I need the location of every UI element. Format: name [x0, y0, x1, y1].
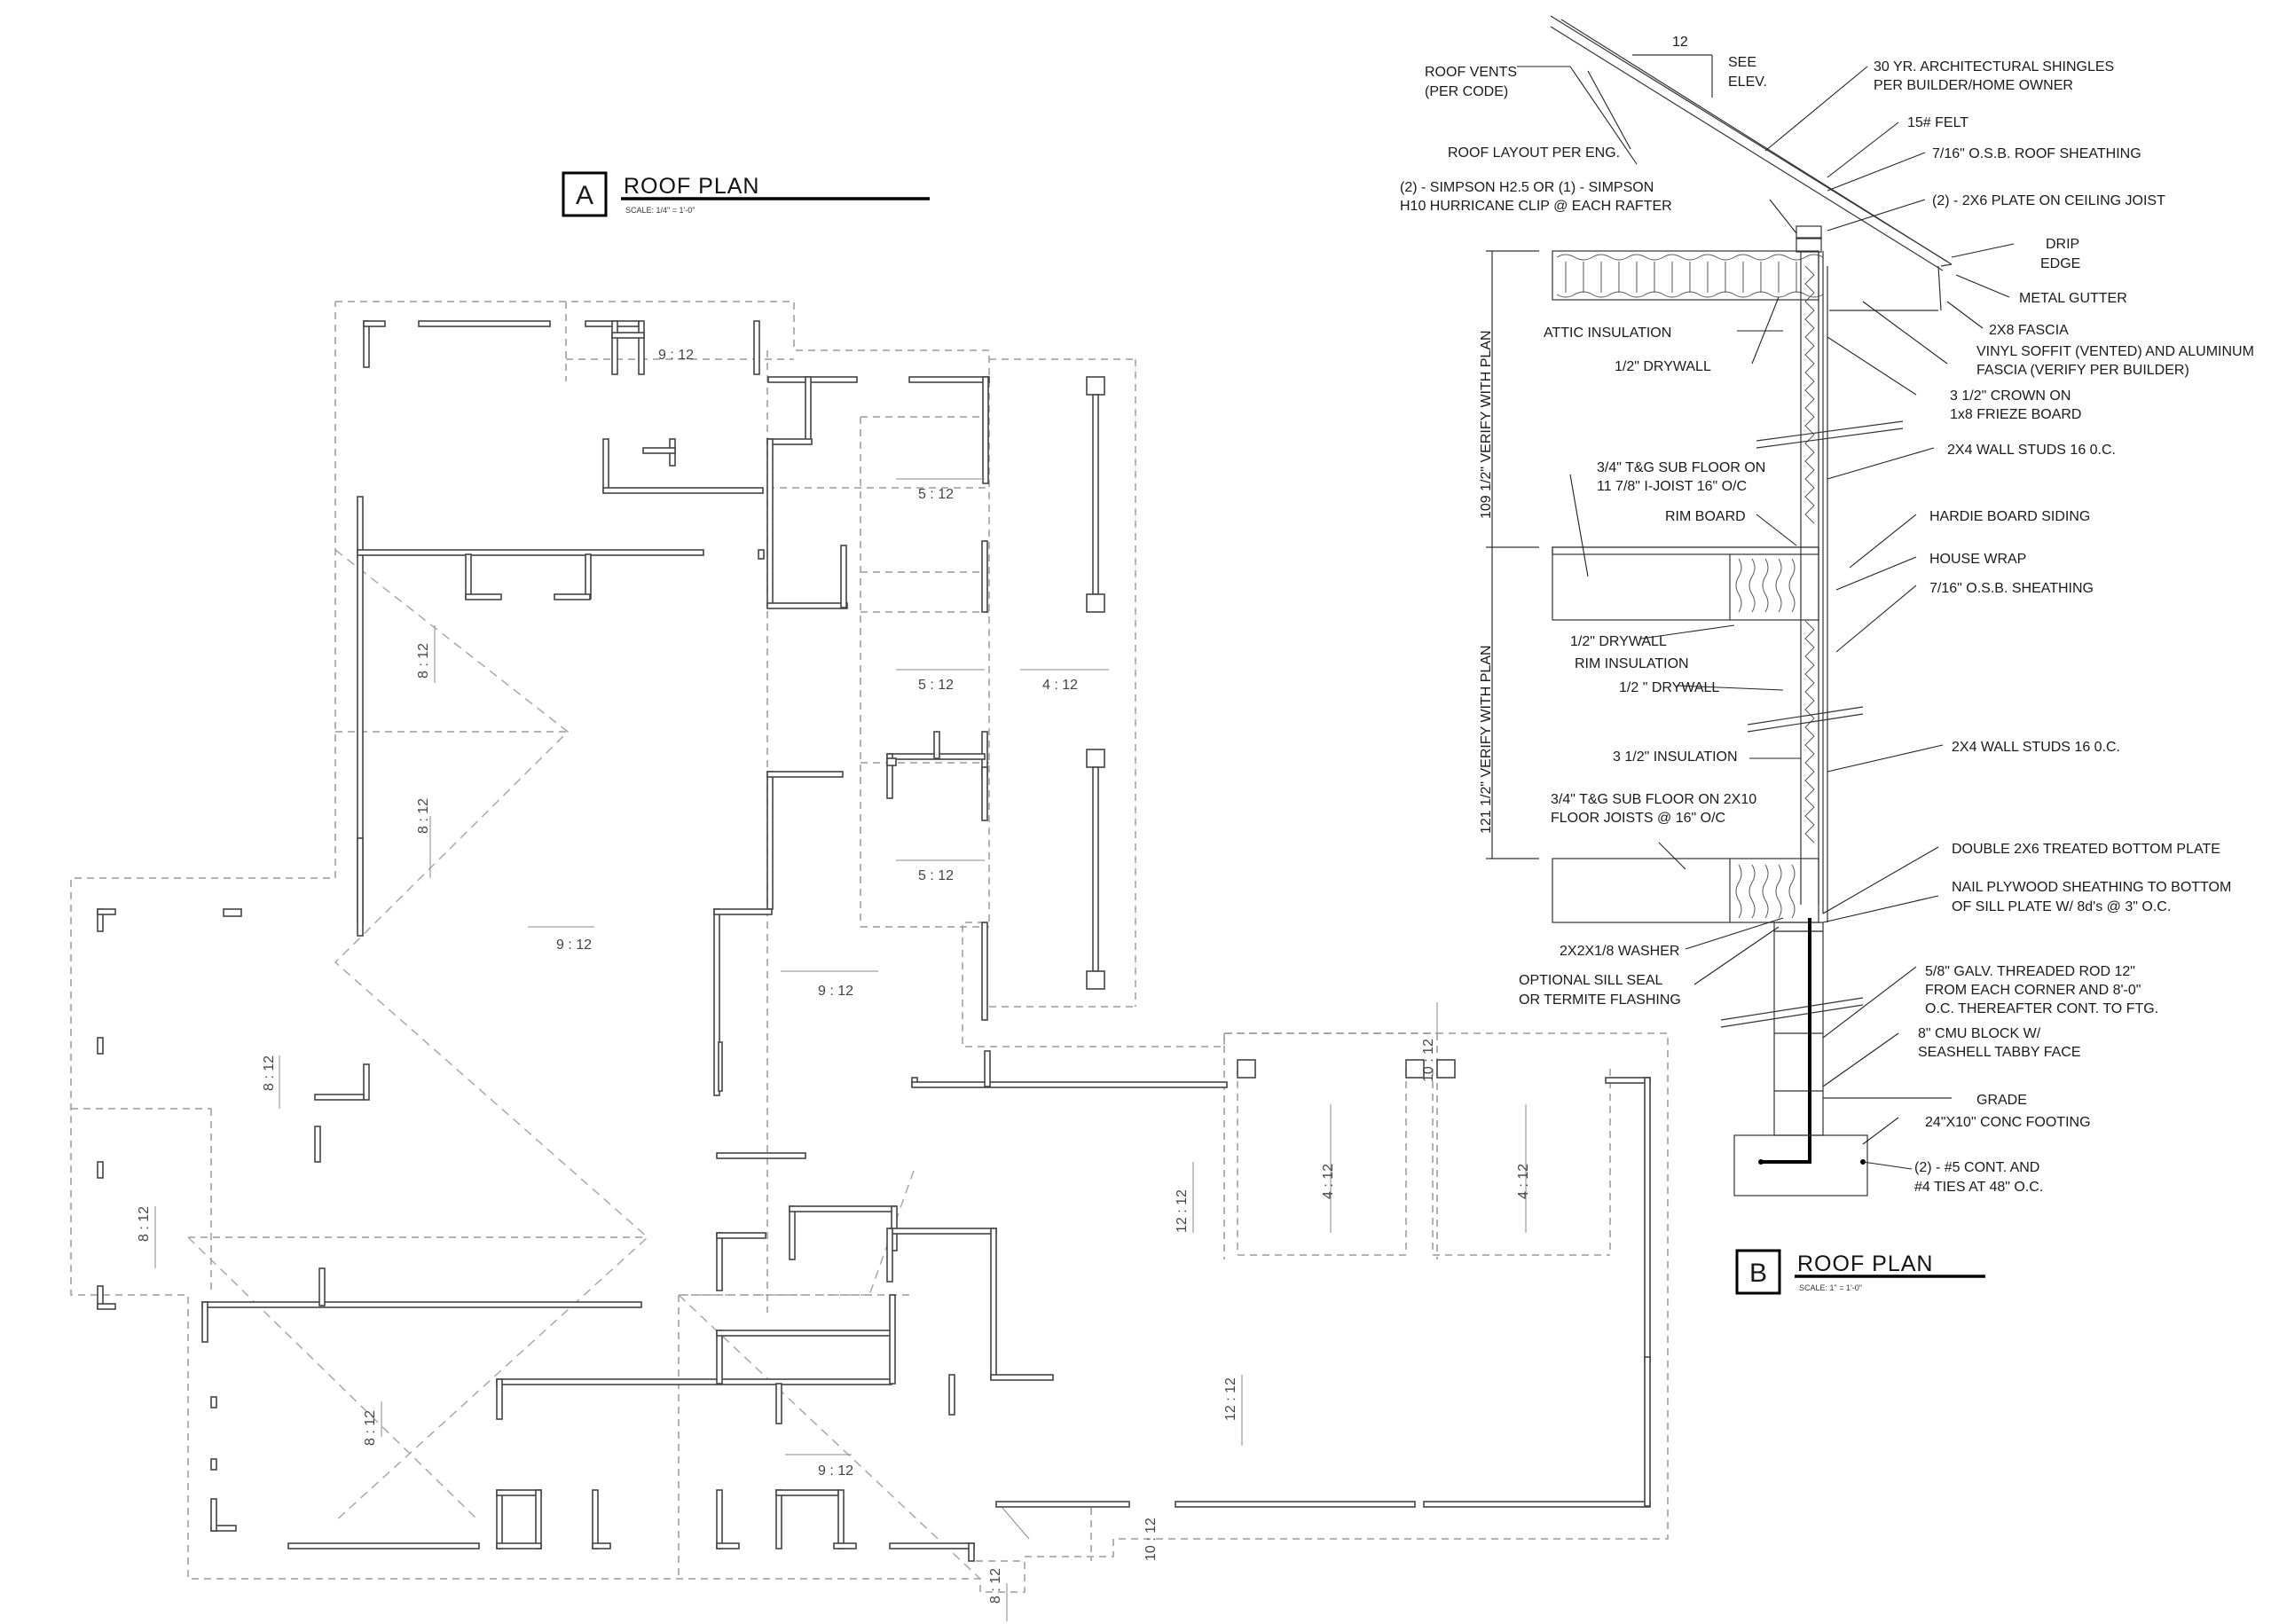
roof-assembly	[1550, 15, 1953, 311]
slope-label: 10 : 12	[1421, 1039, 1436, 1082]
detail-tag: A	[576, 181, 593, 210]
slope-label: 8 : 12	[416, 643, 431, 679]
roof-outline	[70, 301, 1669, 1593]
drawing-scale: SCALE: 1/4" = 1'-0"	[625, 206, 695, 215]
note-shingles-2: PER BUILDER/HOME OWNER	[1874, 78, 2073, 93]
slope-label: 8 : 12	[363, 1410, 378, 1446]
note-washer: 2X2X1/8 WASHER	[1560, 944, 1679, 959]
note-threaded-rod-2: FROM EACH CORNER AND 8'-0"	[1925, 983, 2141, 998]
note-subfloor-2x10-1: 3/4" T&G SUB FLOOR ON 2X10	[1551, 792, 1756, 807]
foundation	[1720, 918, 1952, 1196]
note-wall-sheathing: 7/16" O.S.B. SHEATHING	[1929, 581, 2094, 596]
note-shingles-1: 30 YR. ARCHITECTURAL SHINGLES	[1874, 59, 2114, 75]
roof-plan-a: A ROOF PLAN SCALE: 1/4" = 1'-0"	[70, 171, 1669, 1621]
note-rebar-2: #4 TIES AT 48" O.C.	[1914, 1180, 2043, 1195]
slope-label: 12 : 12	[1175, 1189, 1190, 1233]
note-wall-studs-upper: 2X4 WALL STUDS 16 0.C.	[1947, 443, 2116, 458]
note-roof-layout: ROOF LAYOUT PER ENG.	[1448, 145, 1620, 161]
slope-labels: 9 : 12 5 : 12 5 : 12 4 : 12 8 : 12 8 : 1…	[137, 348, 1531, 1604]
note-footing: 24"X10" CONC FOOTING	[1925, 1115, 2091, 1130]
note-felt: 15# FELT	[1907, 115, 1968, 130]
note-threaded-rod-1: 5/8" GALV. THREADED ROD 12"	[1925, 964, 2135, 979]
roof-hip-lines	[187, 549, 981, 1580]
drawing-scale: SCALE: 1" = 1'-0"	[1799, 1283, 1862, 1292]
slope-label: 9 : 12	[658, 348, 694, 363]
slope-label: 9 : 12	[818, 1463, 853, 1479]
note-drywall-upper: 1/2" DRYWALL	[1570, 634, 1667, 649]
drawing-title: ROOF PLAN	[1797, 1251, 1933, 1276]
note-metal-gutter: METAL GUTTER	[2019, 291, 2127, 306]
wall-section-detail: 109 1/2" VERIFY WITH PLAN 121 1/2" VERIF…	[1400, 15, 2254, 1295]
note-bottom-plate: DOUBLE 2X6 TREATED BOTTOM PLATE	[1952, 842, 2220, 857]
note-wall-insulation: 3 1/2" INSULATION	[1613, 749, 1738, 765]
note-nail-sheathing-1: NAIL PLYWOOD SHEATHING TO BOTTOM	[1952, 880, 2231, 895]
note-roof-vents-2: (PER CODE)	[1425, 84, 1508, 99]
slope-label: 5 : 12	[918, 678, 954, 693]
see-elev-line-2: ELEV.	[1728, 75, 1767, 90]
slope-label: 8 : 12	[988, 1568, 1003, 1604]
note-subfloor-ijoist-1: 3/4" T&G SUB FLOOR ON	[1597, 460, 1765, 475]
note-attic-insulation: ATTIC INSULATION	[1544, 326, 1671, 341]
note-drywall-lower: 1/2 " DRYWALL	[1619, 680, 1719, 695]
slope-label: 4 : 12	[1042, 678, 1078, 693]
note-crown-2: 1x8 FRIEZE BOARD	[1950, 407, 2081, 422]
section-dimensions: 109 1/2" VERIFY WITH PLAN 121 1/2" VERIF…	[1479, 35, 1767, 859]
note-threaded-rod-3: O.C. THEREAFTER CONT. TO FTG.	[1925, 1001, 2158, 1016]
slope-label: 5 : 12	[918, 487, 954, 502]
note-nail-sheathing-2: OF SILL PLATE W/ 8d's @ 3" O.C.	[1952, 899, 2171, 914]
drawing-title: ROOF PLAN	[624, 174, 759, 199]
note-hardie-siding: HARDIE BOARD SIDING	[1929, 509, 2090, 524]
note-drywall-ceiling: 1/2" DRYWALL	[1615, 359, 1711, 374]
note-rebar-1: (2) - #5 CONT. AND	[1914, 1160, 2039, 1175]
note-roof-vents-1: ROOF VENTS	[1425, 65, 1517, 80]
note-subfloor-ijoist-2: 11 7/8" I-JOIST 16" O/C	[1597, 479, 1747, 494]
section-labels-right: 30 YR. ARCHITECTURAL SHINGLES PER BUILDE…	[1874, 59, 2254, 1195]
note-crown-1: 3 1/2" CROWN ON	[1950, 388, 2071, 404]
slope-label: 12 : 12	[1223, 1377, 1238, 1421]
note-cmu-block-1: 8" CMU BLOCK W/	[1918, 1026, 2041, 1041]
note-cmu-block-2: SEASHELL TABBY FACE	[1918, 1045, 2081, 1060]
slope-label: 8 : 12	[416, 798, 431, 834]
slope-label: 9 : 12	[818, 984, 853, 999]
wall-assembly	[1552, 251, 1904, 923]
detail-tag: B	[1749, 1259, 1767, 1288]
slope-arrows	[154, 478, 1527, 1621]
roof-plan-walls	[97, 320, 1651, 1562]
slope-label: 4 : 12	[1516, 1164, 1531, 1199]
note-house-wrap: HOUSE WRAP	[1929, 552, 2026, 567]
roof-plan-a-title-block: A ROOF PLAN SCALE: 1/4" = 1'-0"	[562, 171, 930, 217]
see-elev-line-1: SEE	[1728, 55, 1756, 70]
roof-plan-b-title-block: B ROOF PLAN SCALE: 1" = 1'-0"	[1735, 1249, 1985, 1295]
attic-insulation	[1552, 225, 1824, 301]
note-hurricane-clip-2: H10 HURRICANE CLIP @ EACH RAFTER	[1400, 199, 1672, 214]
note-fascia: 2X8 FASCIA	[1989, 323, 2069, 338]
note-subfloor-2x10-2: FLOOR JOISTS @ 16" O/C	[1551, 811, 1725, 826]
upper-wall-height: 109 1/2" VERIFY WITH PLAN	[1479, 330, 1494, 519]
note-sill-seal-2: OR TERMITE FLASHING	[1519, 992, 1681, 1008]
note-roof-sheathing: 7/16" O.S.B. ROOF SHEATHING	[1932, 146, 2141, 161]
section-labels-left: ROOF VENTS (PER CODE) ROOF LAYOUT PER EN…	[1400, 65, 1765, 1008]
lower-wall-height: 121 1/2" VERIFY WITH PLAN	[1479, 645, 1494, 834]
note-drip-edge-1: DRIP	[2046, 237, 2079, 252]
slope-label: 9 : 12	[556, 938, 592, 953]
slope-label: 5 : 12	[918, 868, 954, 883]
note-rim-insulation: RIM INSULATION	[1575, 656, 1689, 671]
slope-label: 8 : 12	[137, 1206, 152, 1242]
leader-lines	[1517, 66, 2015, 1170]
slope-label: 8 : 12	[262, 1055, 277, 1091]
note-grade: GRADE	[1976, 1093, 2027, 1108]
note-rim-board: RIM BOARD	[1665, 509, 1746, 524]
pitch-run: 12	[1672, 35, 1688, 50]
note-soffit-1: VINYL SOFFIT (VENTED) AND ALUMINUM	[1976, 344, 2254, 359]
note-sill-seal-1: OPTIONAL SILL SEAL	[1519, 973, 1663, 988]
slope-label: 4 : 12	[1321, 1164, 1336, 1199]
note-hurricane-clip-1: (2) - SIMPSON H2.5 OR (1) - SIMPSON	[1400, 180, 1654, 195]
note-wall-studs-lower: 2X4 WALL STUDS 16 0.C.	[1952, 740, 2120, 755]
note-soffit-2: FASCIA (VERIFY PER BUILDER)	[1976, 363, 2189, 378]
slope-label: 10 : 12	[1143, 1518, 1159, 1561]
note-ceiling-plate: (2) - 2X6 PLATE ON CEILING JOIST	[1932, 193, 2165, 208]
note-drip-edge-2: EDGE	[2040, 256, 2080, 271]
